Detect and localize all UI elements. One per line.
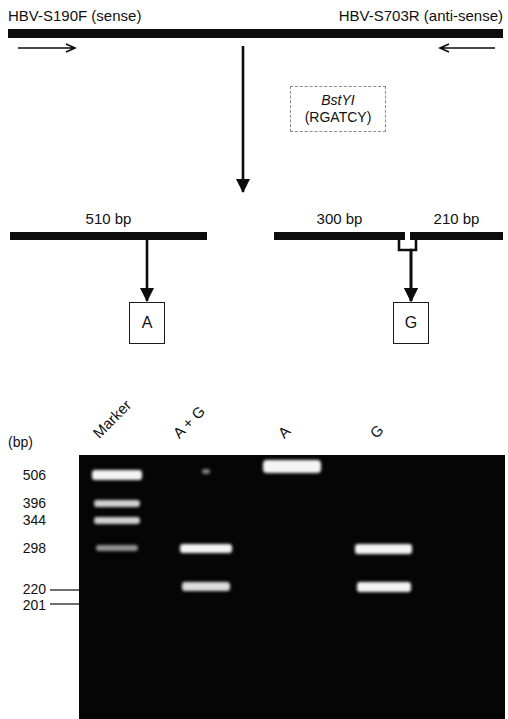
gel-band	[94, 500, 140, 507]
primer-arrow	[18, 44, 495, 52]
enzyme-box: BstYI(RGATCY)	[290, 86, 386, 132]
size-marker: 298	[23, 539, 46, 557]
box-label: A	[142, 313, 153, 332]
box-label: (RGATCY)	[305, 109, 372, 126]
lane-label: A	[274, 422, 294, 442]
gel-band	[263, 460, 321, 473]
sense-primer-arrow	[18, 44, 75, 52]
gel-band	[92, 470, 142, 480]
genotype-box: A	[129, 302, 165, 344]
lane-label: Marker	[89, 396, 135, 442]
flow-arrow	[399, 240, 411, 301]
gel-band	[357, 582, 411, 592]
bar-label: HBV-S190F (sense)	[8, 7, 141, 25]
bar-label: 300 bp	[317, 210, 363, 228]
amplicon-bar: HBV-S190F (sense)HBV-S703R (anti-sense)	[8, 29, 503, 38]
bar-label: 210 bp	[434, 210, 480, 228]
unit-label: (bp)	[8, 433, 33, 451]
size-marker: 201	[23, 596, 46, 614]
gel-band	[202, 469, 210, 474]
size-marker: 506	[23, 466, 46, 484]
box-label: BstYI	[321, 92, 354, 109]
bar-label: 510 bp	[86, 210, 132, 228]
gel-band	[96, 545, 138, 551]
fragment-bar: 210 bp	[410, 232, 503, 240]
size-marker: 396	[23, 494, 46, 512]
antisense-primer-arrow	[440, 44, 495, 52]
size-marker: 220	[23, 580, 46, 598]
flow-arrow	[411, 240, 416, 301]
box-label: G	[405, 313, 417, 332]
gel-bands	[92, 460, 412, 592]
fragment-bar: 510 bp	[10, 232, 207, 240]
digestion-arrow	[242, 46, 245, 192]
size-tick	[50, 589, 79, 590]
gel-image	[79, 455, 505, 719]
gel-band	[180, 544, 232, 553]
genotype-box: G	[393, 302, 429, 344]
bar-label: HBV-S703R (anti-sense)	[339, 7, 503, 25]
lane-label: G	[366, 421, 387, 442]
gel-band	[182, 582, 230, 591]
lane-label: A + G	[169, 402, 209, 442]
size-marker: 344	[23, 511, 46, 529]
flow-arrow	[146, 240, 149, 301]
size-ticks	[50, 590, 79, 604]
fragment-bar: 300 bp	[274, 232, 405, 240]
gel-band	[94, 517, 140, 524]
size-tick	[50, 603, 79, 604]
gel-band	[355, 544, 412, 554]
